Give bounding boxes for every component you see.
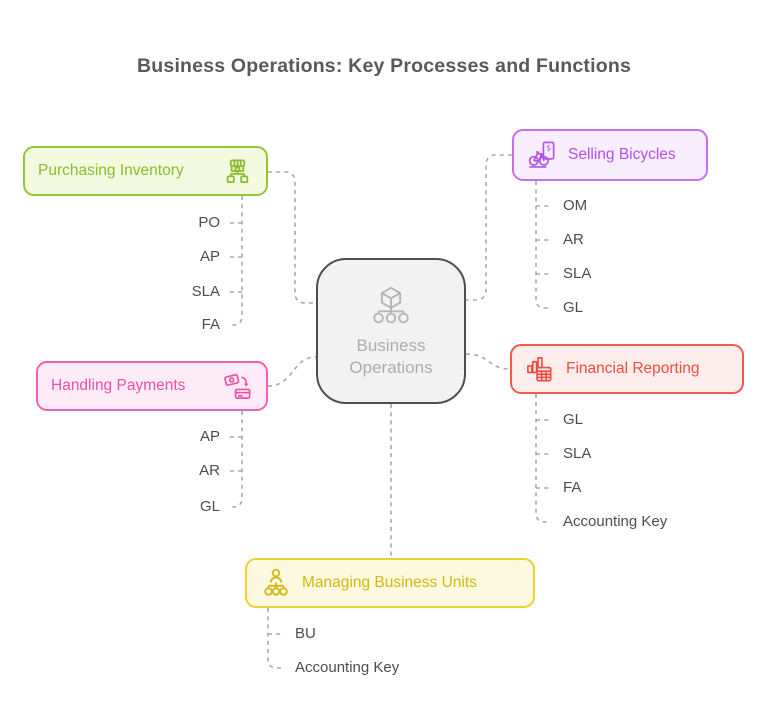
edge-purchasing-to-center bbox=[268, 171, 316, 304]
list-item-om: OM bbox=[563, 197, 588, 214]
list-item-accounting-key: Accounting Key bbox=[563, 513, 668, 530]
cube-network-icon bbox=[373, 286, 409, 324]
list-item-fa: FA bbox=[201, 316, 220, 333]
list-item-fa: FA bbox=[563, 479, 582, 496]
branch-node-handling-payments: Handling Payments bbox=[36, 361, 268, 411]
list-item-accounting-key: Accounting Key bbox=[295, 659, 400, 676]
branch-node-managing-business-units: Managing Business Units bbox=[245, 558, 535, 608]
edge-center-to-financial bbox=[465, 353, 511, 370]
edge-selling-to-center bbox=[466, 154, 512, 301]
list-item-gl: GL bbox=[199, 498, 220, 515]
list-item-bu: BU bbox=[295, 625, 316, 642]
branch-node-selling-bicycles: $ Selling Bicycles bbox=[512, 129, 708, 181]
list-item-sla: SLA bbox=[563, 445, 592, 462]
list-item-gl: GL bbox=[563, 411, 584, 428]
list-item-ar: AR bbox=[199, 462, 220, 479]
spine-financial bbox=[535, 394, 549, 523]
store-network-icon bbox=[226, 158, 249, 183]
list-item-ar: AR bbox=[563, 231, 584, 248]
branch-label: Purchasing Inventory bbox=[38, 162, 184, 179]
branch-label: Selling Bicycles bbox=[568, 146, 676, 163]
bicycle-invoice-icon: $ bbox=[528, 141, 555, 168]
edge-handling-to-center bbox=[267, 356, 317, 387]
list-item-gl: GL bbox=[563, 299, 584, 316]
branch-label: Managing Business Units bbox=[302, 574, 477, 591]
branch-label: Financial Reporting bbox=[566, 360, 700, 377]
list-item-sla: SLA bbox=[191, 283, 220, 300]
money-transfer-icon bbox=[224, 373, 251, 399]
branch-node-financial-reporting: Financial Reporting bbox=[510, 344, 744, 394]
list-item-sla: SLA bbox=[563, 265, 592, 282]
list-item-ap: AP bbox=[199, 428, 220, 445]
page-title: Business Operations: Key Processes and F… bbox=[137, 55, 631, 77]
list-item-po: PO bbox=[198, 214, 220, 231]
spine-purchasing bbox=[229, 196, 243, 326]
branch-label: Handling Payments bbox=[51, 377, 186, 394]
svg-text:$: $ bbox=[546, 142, 551, 152]
center-node-business-operations: Business Operations bbox=[316, 258, 466, 404]
center-label-line1: Business bbox=[356, 336, 426, 355]
chart-calculator-icon bbox=[527, 356, 552, 381]
spine-handling bbox=[229, 411, 243, 508]
branch-node-purchasing-inventory: Purchasing Inventory bbox=[23, 146, 268, 196]
list-item-ap: AP bbox=[199, 248, 220, 265]
center-label-line2: Operations bbox=[349, 358, 433, 377]
center-node-label: Business Operations bbox=[349, 335, 432, 379]
spine-managing bbox=[267, 608, 281, 669]
org-chart-icon bbox=[264, 568, 288, 596]
spine-selling bbox=[535, 181, 549, 309]
